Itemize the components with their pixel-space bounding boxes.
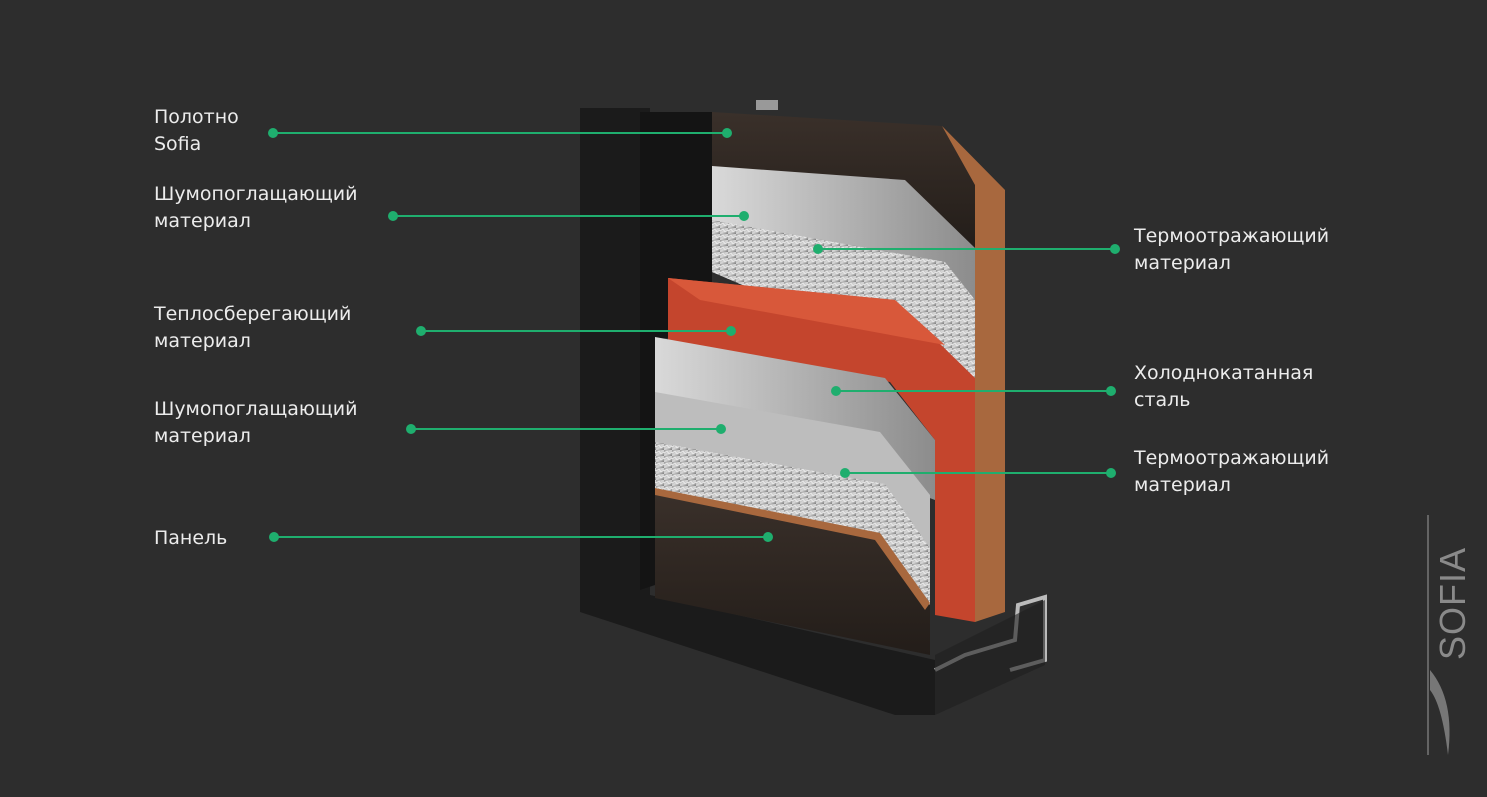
- logo-swoosh: [1430, 670, 1450, 755]
- label-canvas: Полотно Sofia: [154, 104, 239, 158]
- label-line: материал: [1134, 252, 1231, 274]
- label-line: материал: [154, 210, 251, 232]
- sofia-logo: SOFIA: [1432, 546, 1473, 660]
- label-thermo-reflective-top: Термоотражающий материал: [1134, 223, 1329, 277]
- label-heat-saving: Теплосберегающий материал: [154, 301, 351, 355]
- label-line: материал: [1134, 474, 1231, 496]
- label-line: Термоотражающий: [1134, 225, 1330, 247]
- label-sound-absorbing-top: Шумопоглащающий материал: [154, 181, 357, 235]
- label-thermo-reflective-bottom: Термоотражающий материал: [1134, 445, 1329, 499]
- label-panel: Панель: [154, 525, 227, 552]
- label-line: Панель: [154, 527, 228, 549]
- leader-lines: [268, 128, 1120, 542]
- foam-top: [668, 278, 945, 345]
- label-line: сталь: [1134, 389, 1191, 411]
- hinge-pin: [756, 100, 778, 110]
- label-sound-absorbing-bottom: Шумопоглащающий материал: [154, 396, 357, 450]
- frame-inner: [640, 112, 712, 590]
- label-line: Термоотражающий: [1134, 447, 1330, 469]
- label-line: материал: [154, 330, 251, 352]
- label-line: материал: [154, 425, 251, 447]
- label-line: Теплосберегающий: [154, 303, 352, 325]
- door-frame: [580, 108, 935, 715]
- label-line: Sofia: [154, 133, 202, 155]
- label-line: Полотно: [154, 106, 239, 128]
- panel-edge: [655, 488, 930, 610]
- label-cold-rolled-steel: Холоднокатанная сталь: [1134, 360, 1313, 414]
- label-line: Шумопоглащающий: [154, 398, 358, 420]
- threshold: [935, 600, 1045, 715]
- label-line: Холоднокатанная: [1134, 362, 1314, 384]
- label-line: Шумопоглащающий: [154, 183, 358, 205]
- heat-saving-foam: [668, 278, 975, 622]
